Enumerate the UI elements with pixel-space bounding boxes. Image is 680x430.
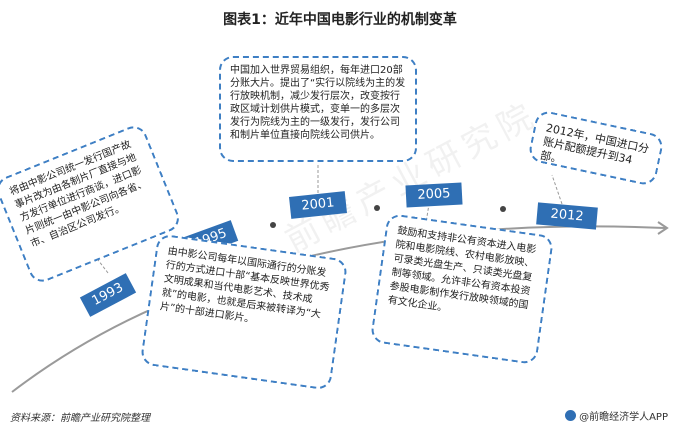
milestone-1995-text: 由中影公司每年以国际通行的分账发行的方式进口十部“基本反映世界优秀文明成果和当代… [139, 233, 349, 391]
timeline-dot [374, 205, 380, 211]
milestone-2005-text: 鼓励和支持非公有资本进入电影院和电影院线、农村电影放映、可录类光盘生产、只读类光… [369, 212, 555, 366]
year-2005: 2005 [405, 182, 463, 208]
brand-label: @前瞻经济学人APP [579, 412, 668, 423]
brand-credit: @前瞻经济学人APP [565, 408, 668, 423]
brand-logo-icon [565, 410, 577, 421]
timeline-dot [270, 222, 276, 228]
source-note: 资料来源：前瞻产业研究院整理 [10, 413, 150, 424]
timeline-dot [500, 206, 506, 212]
milestone-2001-text: 中国加入世界贸易组织，每年进口20部分账大片。提出了“实行以院线为主的发行放映机… [219, 56, 417, 162]
chart-title: 图表1：近年中国电影行业的机制变革 [223, 12, 457, 28]
